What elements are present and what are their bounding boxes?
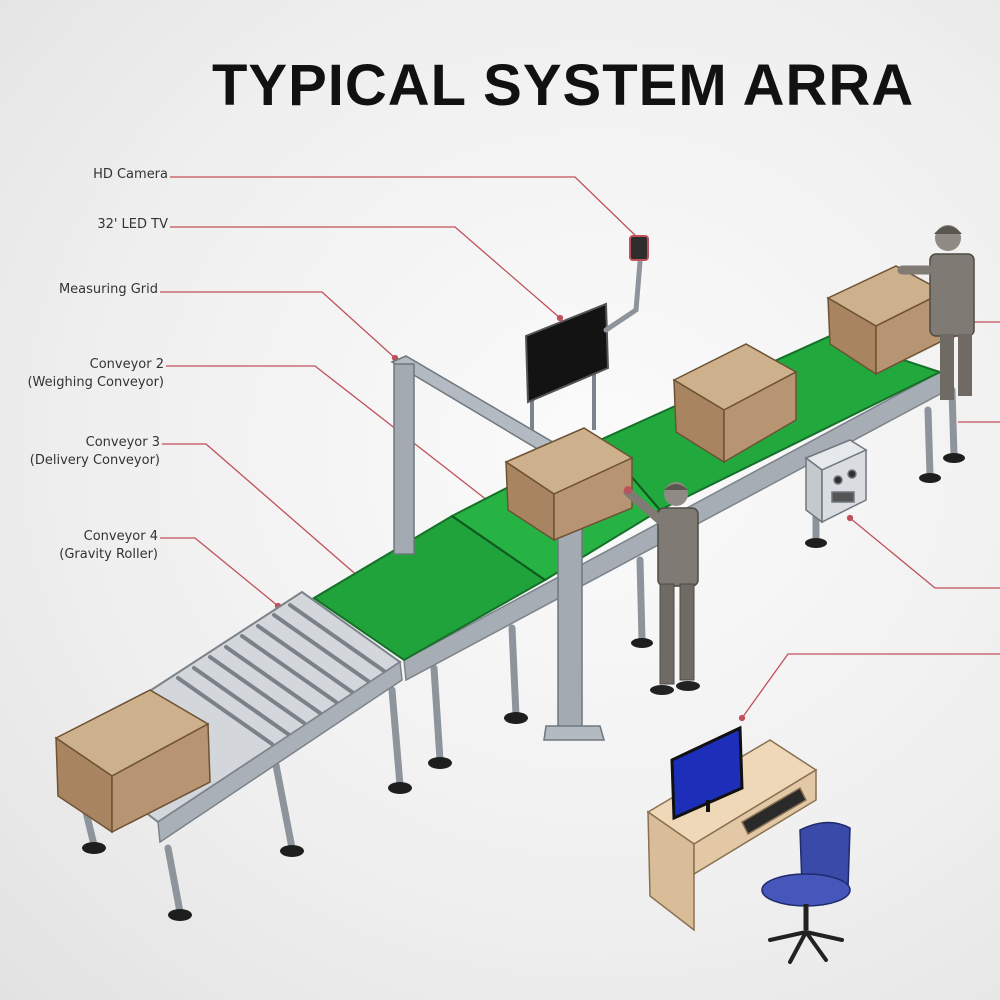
leader-conveyor-4 [160,537,282,610]
control-panel [804,439,868,524]
led-tv-stand [524,302,610,430]
callout-conveyor-3: Conveyor 3 (Delivery Conveyor) [30,434,160,470]
floor-pads [82,453,965,921]
workstation-desk [646,739,818,932]
callout-hd-camera: HD Camera [93,166,168,184]
page-title: TYPICAL SYSTEM ARRA [212,53,915,118]
callout-sublabel: (Delivery Conveyor) [29,453,160,468]
leader-control-panel [846,514,1000,589]
leader-hd-camera [170,176,642,242]
callout-label: Measuring Grid [58,282,158,297]
hd-camera [629,235,649,261]
callout-measuring-grid: Measuring Grid [59,281,158,299]
leader-measuring-grid [160,291,399,362]
operator-far [897,225,975,400]
callout-conveyor-2: Conveyor 2 (Weighing Conveyor) [27,356,164,392]
workstation-monitor [670,725,744,821]
carton-on-roller [54,689,211,834]
leader-conveyor-2 [166,365,496,508]
leader-lines [160,176,1000,722]
callout-label: HD Camera [93,167,168,182]
office-chair [761,821,851,964]
carton-middle [672,343,798,464]
callout-label: Conveyor 4 [83,529,158,544]
callout-sublabel: (Gravity Roller) [59,547,158,562]
conveyor-legs [82,386,958,916]
callout-conveyor-4: Conveyor 4 (Gravity Roller) [59,528,158,564]
carton-far [826,265,946,376]
callout-label: Conveyor 3 [85,435,160,450]
callout-label: Conveyor 2 [89,357,164,372]
camera-arm [603,259,643,333]
operator-near [623,482,700,695]
callout-led-tv: 32' LED TV [97,216,168,234]
led-tv [524,302,610,404]
leader-workstation [738,653,1000,722]
leader-conveyor-3 [162,443,364,582]
carton-under-gantry [504,427,634,542]
callout-label: 32' LED TV [97,217,168,232]
callout-sublabel: (Weighing Conveyor) [27,375,164,390]
leader-led-tv [170,226,564,322]
